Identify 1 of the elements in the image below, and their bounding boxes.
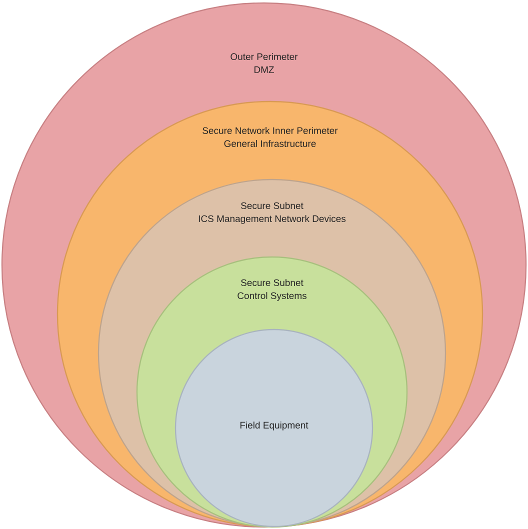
- ring: Field Equipment: [174, 328, 374, 528]
